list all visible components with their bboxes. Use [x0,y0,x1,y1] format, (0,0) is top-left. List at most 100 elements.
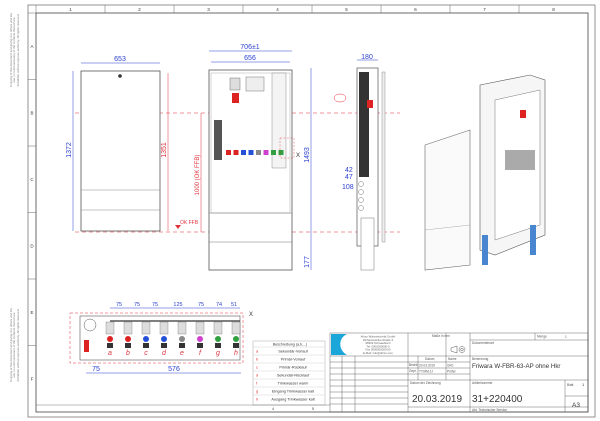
row-label: A [30,44,33,49]
quantity-label: Menge [537,335,547,339]
port-label: d [162,350,167,357]
dim-floor-height: 1000 (OK FFB) [195,155,201,196]
sheet-label: Blatt [567,383,573,387]
valve-handle [197,336,203,342]
dim-front-height: 1372 [66,142,73,158]
dim-offset: 75 [92,366,100,373]
dim-spacing: 75 [152,302,158,308]
company-address: Afriso Wärmetechnik GmbHRichard-Hanke-St… [361,335,396,356]
checked-label: Gepr. [409,369,417,373]
legend-key: a [256,349,259,354]
dim-spacing: 74 [216,302,222,308]
paper-format: A3 [572,402,580,409]
dim-spacing: 75 [116,302,122,308]
row-label: F [31,377,34,382]
designation: Friwara W-FBR-63-AP ohne Hkr [472,363,560,370]
column-label: 4 [276,7,279,12]
valve-handle [233,336,239,342]
valve-marker [241,150,246,155]
dim-spacing: 75 [134,302,140,308]
outer-frame [27,4,596,418]
dim-foot: 177 [304,256,311,268]
company-line: Afriso Wärmetechnik GmbH [361,335,396,339]
doc-type-label: Dokumentenart [472,341,494,345]
sheet-number: 1 [582,382,585,387]
legend-key: d [256,373,258,378]
column-label: 8 [552,7,555,12]
valve-handle [215,336,221,342]
port-label: c [144,350,148,357]
legend-header: Beschreibung (a,b,...) [273,343,307,347]
isometric-view [424,74,546,271]
valve-marker [278,150,284,155]
dim-spacing: 125 [173,302,182,308]
copyright-note: Copying of this document and giving it t… [10,12,20,88]
row-label: C [30,177,34,182]
dim-outer-width: 706±1 [240,44,260,51]
drawing-date-label: Datum der Zeichnung [410,381,441,385]
legend-key: f [256,381,258,386]
company-logo [331,334,347,355]
valve-marker [271,150,276,155]
column-label: 1 [69,7,72,12]
dim-depth: 180 [361,54,373,61]
valve-handle [161,336,167,342]
valve-marker [233,150,239,155]
valve-handle [107,336,113,342]
copyright-note-bottom: Copying of this document and giving it t… [10,307,20,383]
detail-section-marker: X [249,312,253,318]
front-view: 653 1372 1351 1000 (OK FFB) OK FFB [66,56,202,232]
drawn-label: Bearb. [409,363,419,367]
side-view: 180 42 47 108 [333,54,386,271]
dim-inner-width: 656 [244,55,256,62]
column-label: 5 [345,7,348,12]
valve-handle [125,336,131,342]
legend-footer-col-5: 5 [312,407,314,411]
column-label: 3 [207,7,210,12]
legend-footer-col-4: 4 [272,407,274,411]
date-label: Datum [425,357,435,361]
valve-handle [143,336,149,342]
row-label: E [30,310,33,315]
column-label: 6 [414,7,417,12]
port-label: b [126,350,130,357]
dim-spacing: 75 [198,302,204,308]
legend-label: Ausgang Trinkwasser kalt [271,398,315,402]
drawing-date: 20.03.2019 [412,394,462,405]
port-label: e [180,350,184,357]
legend-label: Sekundär-Rücklauf [277,374,310,378]
dim-front-width: 653 [114,56,126,63]
drawn-date: 20.03.2019 [419,364,435,368]
company-line: Tel. 0000000000-0 [366,344,390,348]
valve-marker [248,150,254,155]
company-line: Richard-Hanke-Straße 6 [363,338,394,342]
column-label: 2 [138,7,141,12]
legend-key: b [256,357,259,362]
row-label: B [30,111,33,116]
dim-side-2: 47 [345,174,353,181]
legend-label: Primär-Vorlauf [281,358,306,362]
company-line: E-Mail: info@afriso.com [363,351,393,355]
legend-key: g [256,389,258,394]
scale-label: Maße in mm [432,334,450,338]
dim-total-height: 1493 [304,147,311,163]
dim-spacing: 51 [231,302,237,308]
port-label: a [108,350,112,357]
department: Abt. Technischer Service [472,408,507,412]
company-line: Fax 0000000000-00 [365,348,390,352]
dim-side-3: 108 [342,184,354,191]
valve-marker [263,150,269,155]
article-number: 31+220400 [472,394,523,405]
dim-total: 576 [168,366,180,373]
checked-name: Prüfer [447,370,457,374]
title-block [329,332,589,413]
article-label: Artikelnummer [472,381,493,385]
drawn-name: GRJ [447,364,454,368]
legend-label: Primär-Rücklauf [279,366,307,370]
valve-marker [256,150,261,155]
port-label: f [199,350,202,357]
